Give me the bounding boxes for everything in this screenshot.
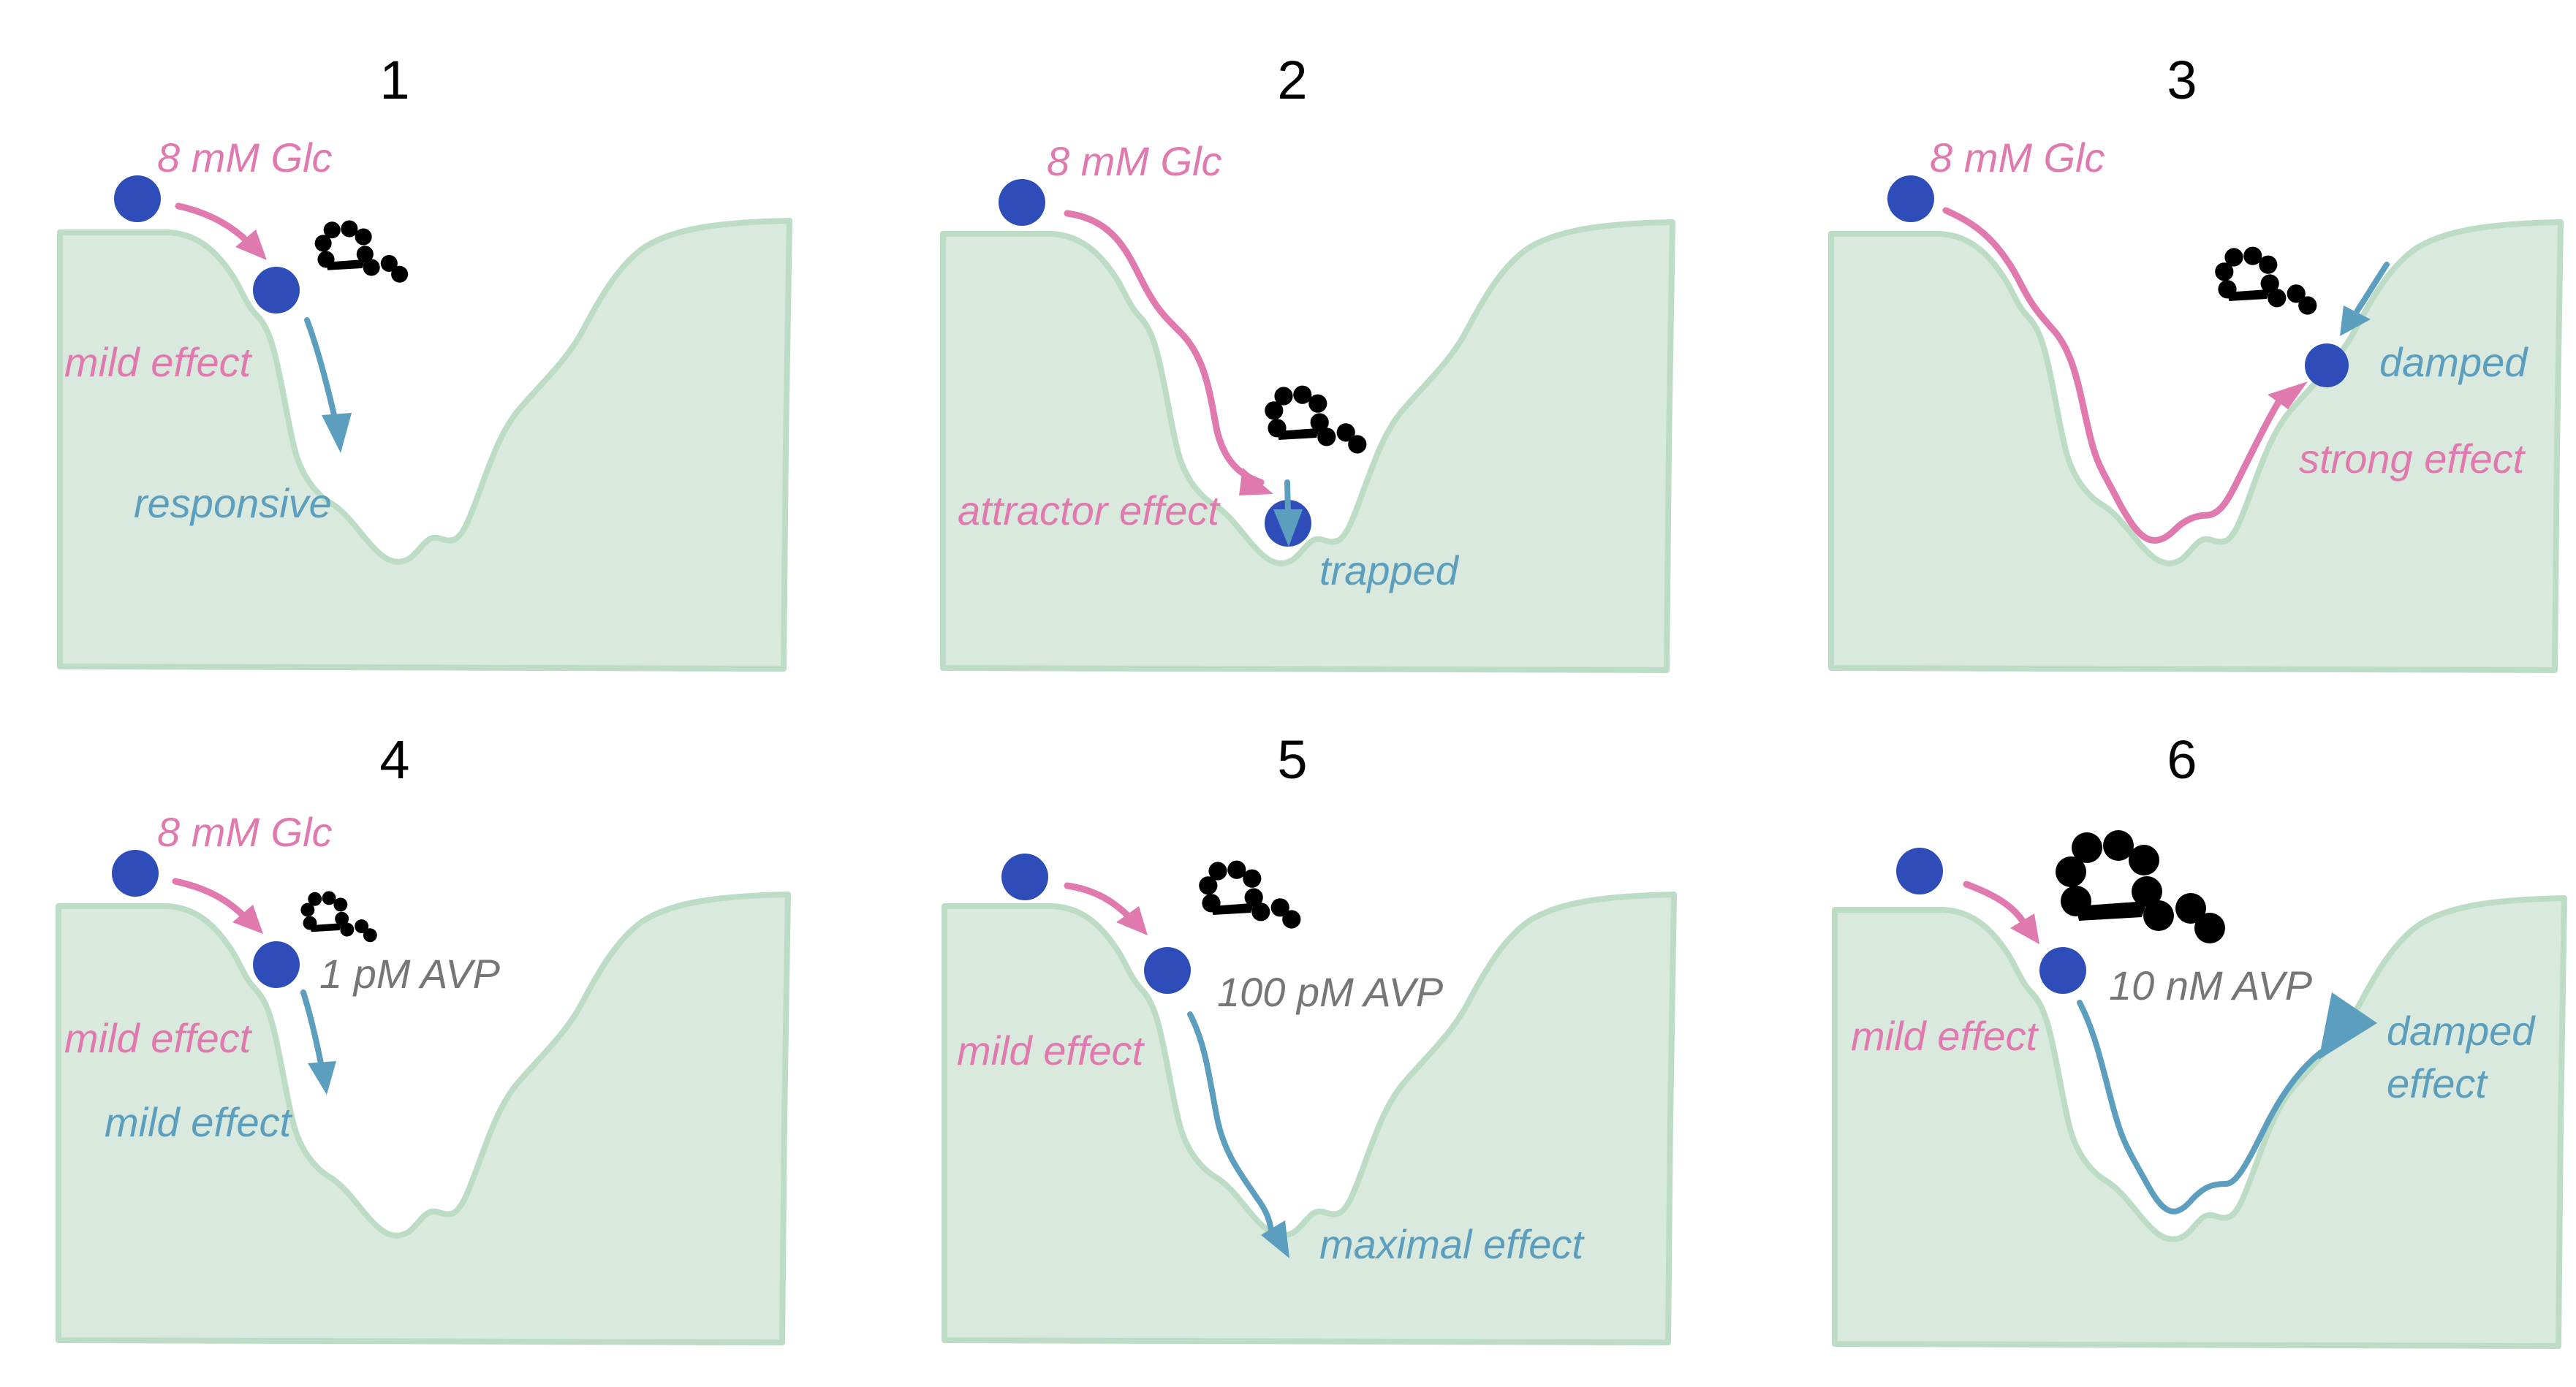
cell-ball-initial: [999, 179, 1045, 226]
panel-number: 2: [1277, 50, 1307, 110]
avp-peptide-icon: [300, 891, 377, 943]
cell-ball-shifted: [253, 941, 300, 988]
avp-arrow: [1284, 479, 1291, 514]
avp-effect-label: mild effect: [105, 1099, 293, 1145]
cell-ball-shifted: [253, 267, 300, 314]
glucose-effect-label: mild effect: [1851, 1013, 2039, 1059]
panel-6: 6 10 nM AVP mild effect damped effect: [1835, 729, 2564, 1346]
glucose-arrow-head: [1239, 468, 1273, 495]
glucose-arrow-head: [232, 905, 263, 934]
panel-4: 4 8 mM Glc 1 pM AVP mild effect mild eff…: [58, 729, 788, 1342]
glucose-arrow: [175, 202, 252, 246]
avp-arrow-head: [1261, 1220, 1289, 1258]
glucose-effect-label: mild effect: [64, 339, 253, 385]
panel-3: 3 8 mM Glc damped strong effect: [1831, 50, 2561, 670]
energy-landscape: [60, 221, 789, 669]
glucose-arrow-head: [1116, 906, 1148, 935]
avp-concentration-label: 1 pM AVP: [319, 951, 500, 997]
glucose-arrow: [1064, 210, 1265, 486]
energy-landscape: [943, 222, 1672, 670]
glucose-label: 8 mM Glc: [157, 809, 333, 855]
avp-arrow-head: [308, 1061, 336, 1095]
avp-arrow-head: [2340, 305, 2371, 336]
avp-effect-label: responsive: [134, 480, 332, 526]
glucose-label: 8 mM Glc: [1930, 134, 2105, 180]
panel-5: 5 100 pM AVP mild effect maximal effect: [944, 729, 1674, 1342]
avp-effect-label-line2: effect: [2387, 1060, 2488, 1106]
cell-ball-initial: [112, 850, 159, 897]
glucose-label: 8 mM Glc: [1047, 138, 1222, 184]
cell-ball-damped: [2305, 343, 2349, 387]
avp-arrow: [1187, 1011, 1275, 1238]
cell-ball-shifted: [2039, 947, 2086, 994]
energy-landscape: [944, 894, 1674, 1342]
panel-number: 3: [2167, 50, 2197, 110]
avp-peptide-icon: [2056, 830, 2225, 943]
glucose-arrow-head: [2268, 381, 2308, 409]
glucose-effect-label: mild effect: [64, 1015, 253, 1061]
glucose-arrow: [1064, 882, 1133, 921]
avp-peptide-icon: [1199, 860, 1301, 929]
glucose-arrow: [1942, 207, 2284, 544]
panel-1: 1 8 mM Glc mild effect responsive: [60, 50, 789, 669]
glucose-effect-label: attractor effect: [958, 487, 1221, 533]
panel-number: 5: [1277, 729, 1307, 790]
avp-concentration-label: 100 pM AVP: [1217, 969, 1443, 1015]
avp-effect-label: damped: [2379, 339, 2528, 385]
glucose-arrow: [172, 878, 249, 921]
panel-number: 4: [379, 729, 409, 790]
panel-number: 6: [2167, 729, 2197, 790]
glucose-arrow: [1963, 881, 2028, 928]
avp-effect-label-line1: damped: [2387, 1008, 2536, 1054]
cell-ball-shifted: [1144, 947, 1191, 994]
cell-ball-initial: [1001, 854, 1048, 900]
avp-arrow: [300, 989, 325, 1070]
cell-ball-initial: [114, 175, 161, 222]
glucose-arrow-head: [235, 229, 267, 260]
avp-peptide-icon: [1265, 385, 1367, 454]
avp-arrow: [2355, 262, 2390, 314]
avp-arrow-head: [322, 413, 352, 453]
glucose-effect-label: strong effect: [2299, 436, 2526, 482]
glucose-label: 8 mM Glc: [157, 134, 333, 180]
avp-effect-label: maximal effect: [1319, 1221, 1585, 1267]
avp-arrow: [304, 317, 338, 421]
avp-effect-label: trapped: [1319, 547, 1460, 593]
avp-arrow-head: [1273, 509, 1303, 547]
panel-number: 1: [379, 50, 409, 110]
cell-ball-initial: [1887, 175, 1934, 222]
cell-ball-initial: [1896, 848, 1943, 894]
glucose-effect-label: mild effect: [957, 1027, 1145, 1074]
panel-2: 2 8 mM Glc attractor effect trapped: [943, 50, 1672, 670]
avp-peptide-icon: [2215, 246, 2317, 315]
glucose-arrow-head: [2010, 913, 2039, 944]
avp-concentration-label: 10 nM AVP: [2109, 962, 2312, 1008]
avp-arrow-head: [2319, 992, 2377, 1060]
avp-peptide-icon: [314, 220, 409, 283]
avp-arrow: [2077, 1000, 2324, 1215]
